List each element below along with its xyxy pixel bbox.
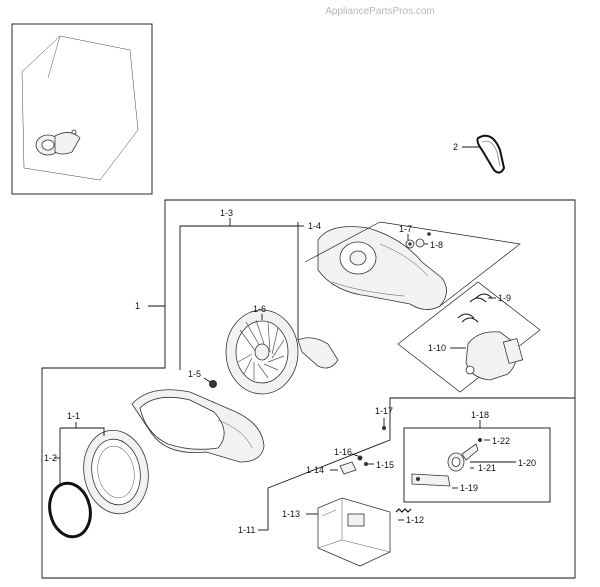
clip-parts xyxy=(457,293,493,323)
label-1-11: 1-11 xyxy=(238,525,255,535)
gasket-part xyxy=(48,481,92,539)
fan-housing-part xyxy=(131,389,265,463)
label-1-5: 1-5 xyxy=(188,369,201,379)
label-1-14: 1-14 xyxy=(306,465,324,475)
label-2: 2 xyxy=(453,142,458,152)
idler-pulley-part xyxy=(447,438,482,472)
overview-inset xyxy=(11,23,153,195)
duct-cover-part xyxy=(317,226,447,310)
label-1-10: 1-10 xyxy=(428,343,446,353)
label-1-13: 1-13 xyxy=(282,509,300,519)
label-1-7: 1-7 xyxy=(399,224,412,234)
label-1-20: 1-20 xyxy=(518,458,536,468)
label-1-8: 1-8 xyxy=(430,240,443,250)
label-1-12: 1-12 xyxy=(406,515,424,525)
bolt-part xyxy=(357,455,368,466)
label-1-9: 1-9 xyxy=(498,293,511,303)
screw-small-part xyxy=(382,426,386,430)
label-1-15: 1-15 xyxy=(376,460,394,470)
label-1-4: 1-4 xyxy=(308,221,321,231)
label-1-16: 1-16 xyxy=(334,447,352,457)
label-1-6: 1-6 xyxy=(253,304,266,314)
nut-part xyxy=(415,232,431,248)
label-1-22: 1-22 xyxy=(492,436,510,446)
spring-part xyxy=(395,508,412,513)
mounting-bracket-part xyxy=(317,497,391,567)
label-1-3: 1-3 xyxy=(220,208,233,218)
overview-blower-icon xyxy=(35,129,81,156)
watermark-text: AppliancePartsPros.com xyxy=(325,6,435,17)
duct-tab-part xyxy=(297,337,339,369)
tensioner-subassembly-box xyxy=(403,427,551,503)
blower-wheel-part xyxy=(225,309,299,395)
label-1-17: 1-17 xyxy=(375,406,393,416)
screw-part xyxy=(405,239,415,249)
label-1-2: 1-2 xyxy=(44,453,57,463)
label-1-21: 1-21 xyxy=(478,463,496,473)
label-1-1: 1-1 xyxy=(67,411,80,421)
clip-small-part xyxy=(339,461,357,475)
label-1-18: 1-18 xyxy=(471,410,489,420)
inlet-ring-part xyxy=(83,429,149,515)
hub-nut-part xyxy=(209,380,217,388)
assembly-boundary xyxy=(41,199,576,579)
label-1-19: 1-19 xyxy=(460,483,478,493)
idler-arm-part xyxy=(411,473,451,487)
motor-part xyxy=(465,331,524,381)
belt-part xyxy=(476,134,506,174)
label-1: 1 xyxy=(135,301,140,311)
